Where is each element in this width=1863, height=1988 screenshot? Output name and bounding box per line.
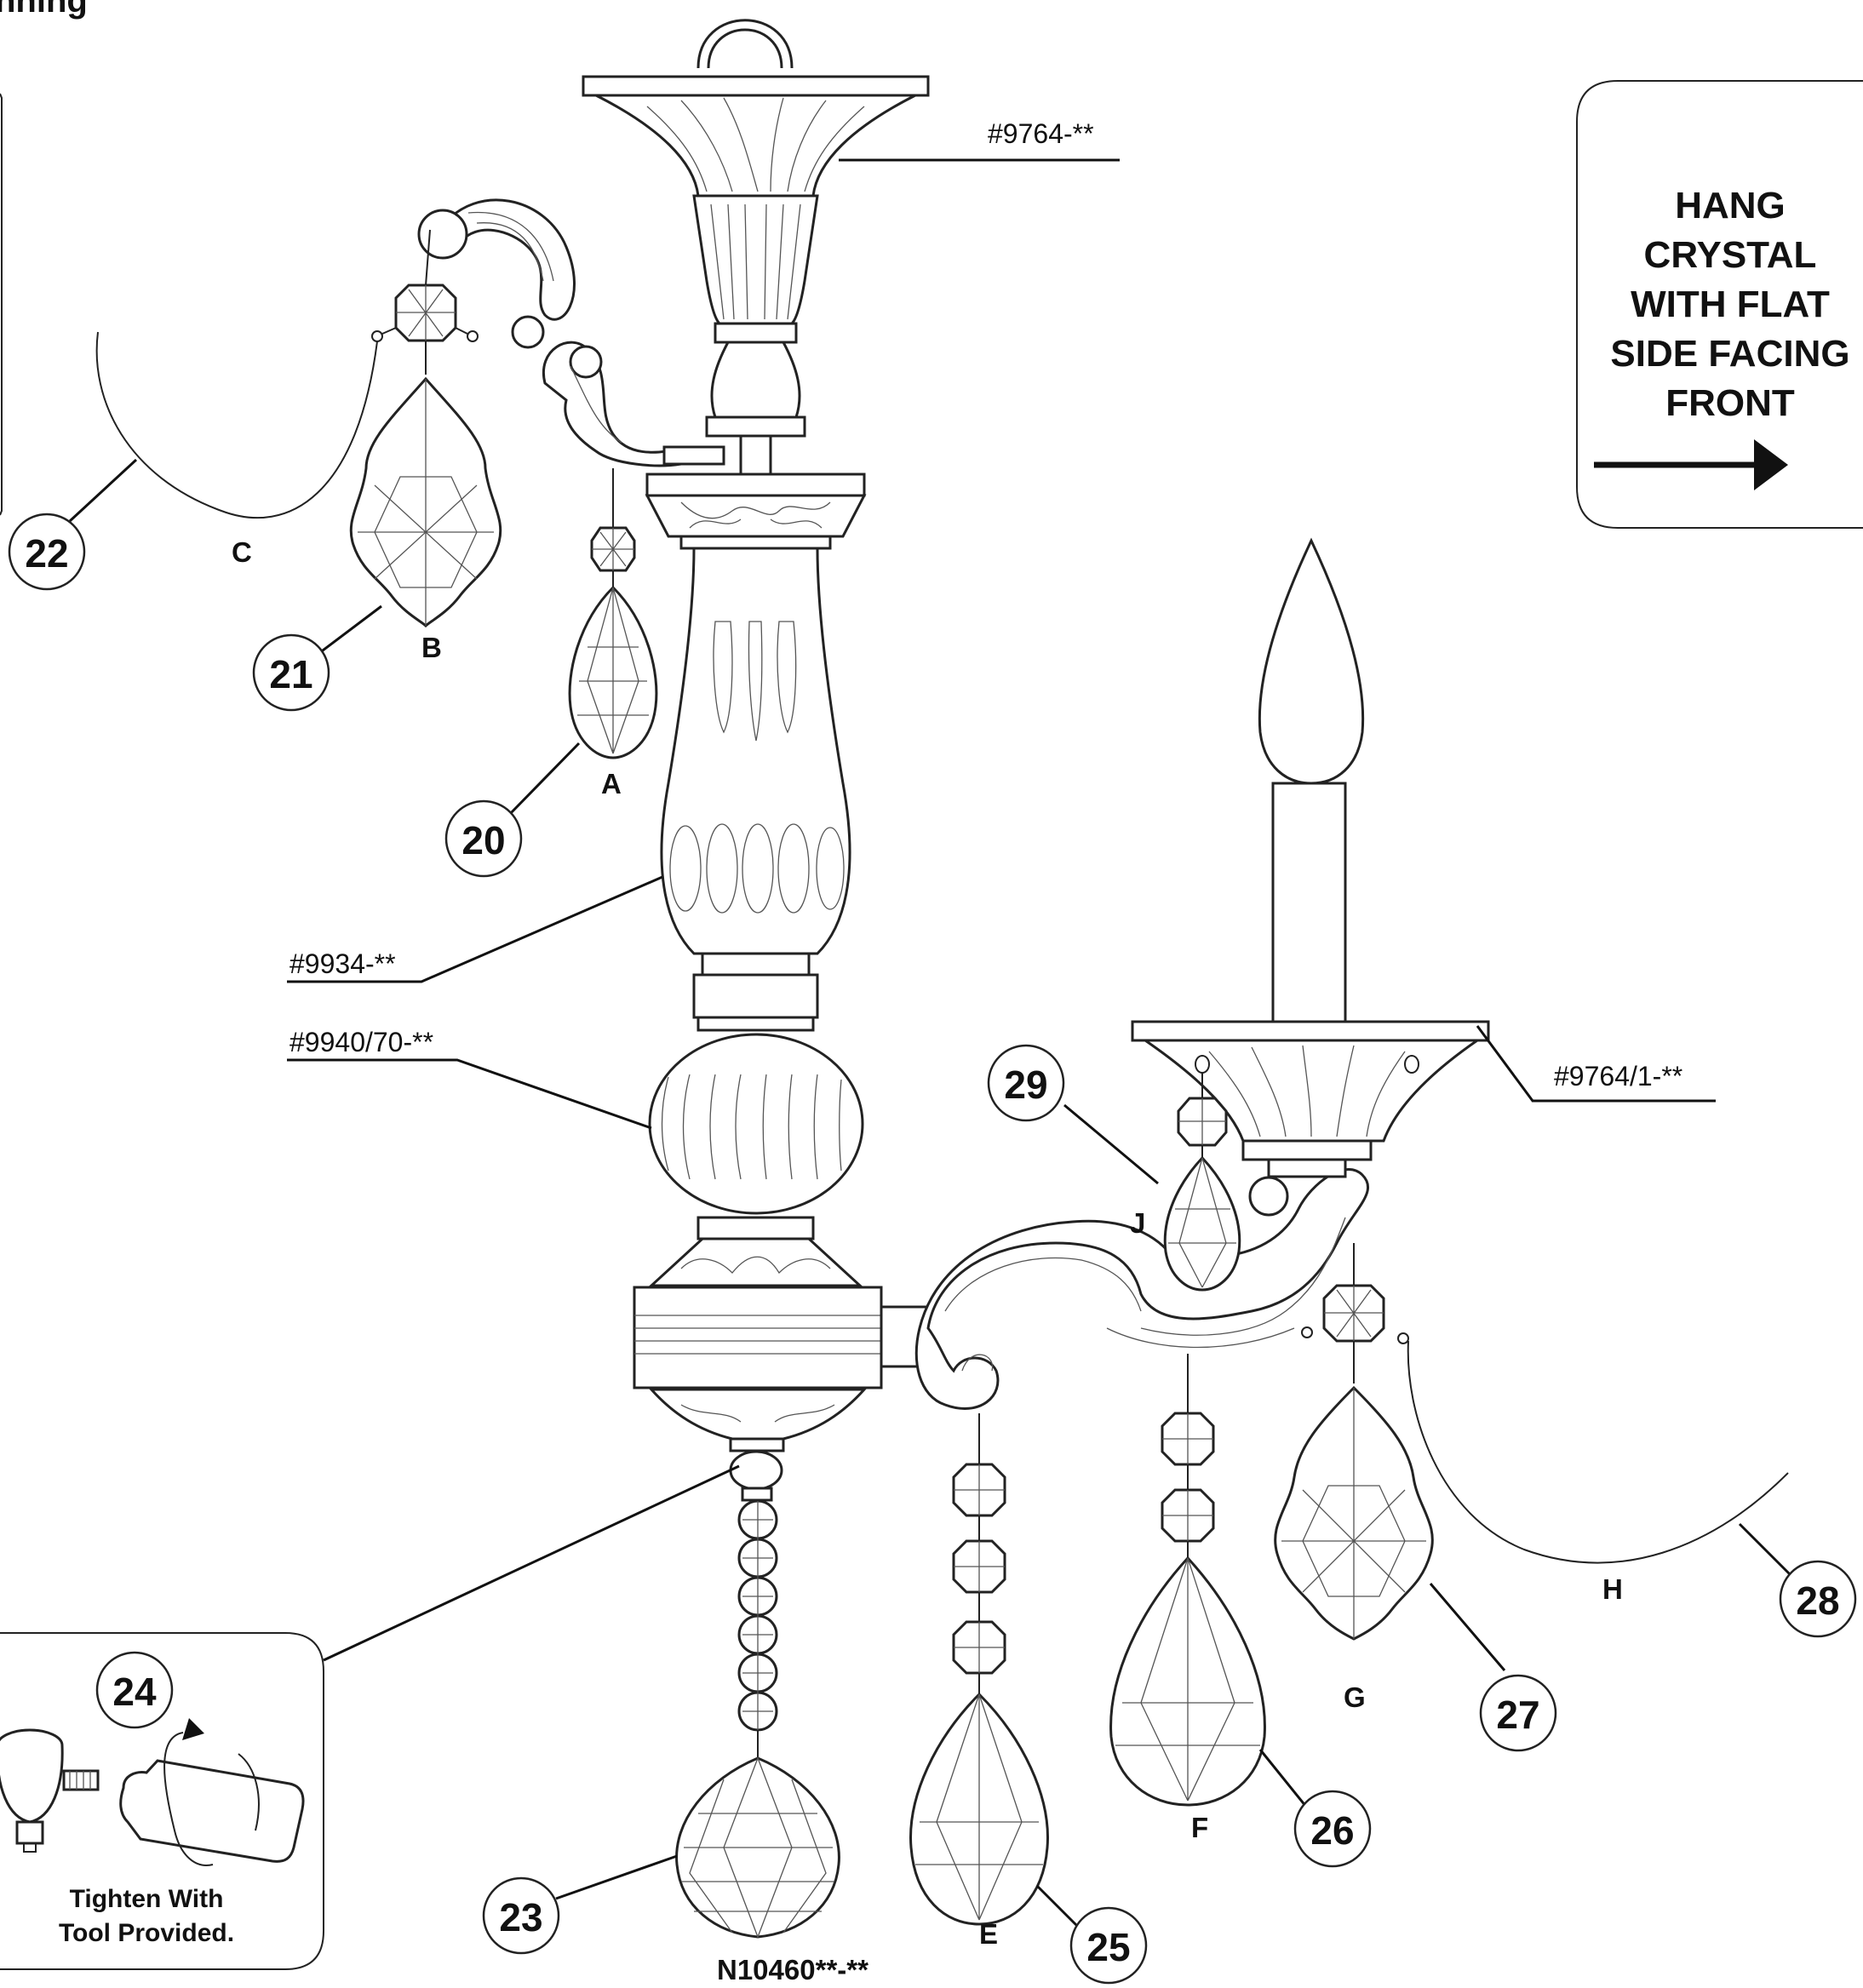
leader-20 — [507, 742, 581, 817]
callout-28: 28 — [1779, 1560, 1857, 1638]
bead-chain — [737, 1499, 778, 1758]
part-number-canopy: #9764-** — [988, 118, 1094, 149]
svg-text:22: 22 — [25, 531, 68, 576]
body-part — [633, 1237, 930, 1502]
part-number-cup: #9764/1-** — [1554, 1061, 1682, 1091]
svg-text:28: 28 — [1796, 1578, 1839, 1623]
callout-21: 21 — [252, 633, 330, 712]
callout-22: 22 — [8, 513, 86, 591]
tool-instruction-line-2: Tool Provided. — [59, 1919, 234, 1947]
canopy-part — [582, 19, 930, 550]
leader-21 — [318, 604, 382, 655]
arrow-head-icon — [1754, 439, 1788, 490]
svg-text:26: 26 — [1310, 1808, 1354, 1853]
callout-25: 25 — [1069, 1906, 1148, 1985]
callout-23: 23 — [482, 1876, 560, 1955]
right-arm-part — [914, 1168, 1369, 1410]
left-box-edge — [0, 93, 3, 516]
svg-text:27: 27 — [1496, 1693, 1539, 1737]
crystal-f — [1109, 1354, 1266, 1807]
letter-j: J — [1130, 1207, 1145, 1239]
crystal-g — [1274, 1243, 1434, 1641]
leader-ball — [287, 1058, 652, 1130]
svg-text:23: 23 — [499, 1895, 542, 1939]
letter-b: B — [421, 632, 442, 663]
socket-icon — [0, 1728, 100, 1853]
header-fragment: nning — [0, 0, 88, 20]
candle-part — [1258, 537, 1365, 1023]
leader-column — [287, 875, 663, 983]
leader-cup — [1476, 1025, 1716, 1103]
note-line-5: FRONT — [1665, 382, 1795, 424]
leader-24 — [323, 1464, 740, 1662]
hang-crystal-note: HANG CRYSTAL WITH FLAT SIDE FACING FRONT — [1576, 80, 1863, 529]
leader-27 — [1429, 1583, 1506, 1671]
callout-27: 27 — [1479, 1674, 1557, 1752]
svg-text:20: 20 — [461, 818, 505, 862]
leader-25 — [1035, 1884, 1079, 1928]
letter-g: G — [1344, 1681, 1366, 1713]
svg-text:24: 24 — [112, 1670, 157, 1714]
callout-24: 24 — [95, 1651, 174, 1729]
left-arm-part — [417, 198, 725, 467]
ball-part — [648, 1033, 864, 1240]
letter-h: H — [1602, 1573, 1623, 1605]
crystal-b — [349, 229, 502, 628]
note-line-2: CRYSTAL — [1644, 234, 1817, 276]
swag-c — [95, 331, 378, 519]
swag-h — [1407, 1340, 1789, 1564]
callout-26: 26 — [1293, 1790, 1372, 1868]
leader-lines — [68, 158, 1794, 1928]
leader-28 — [1738, 1522, 1794, 1578]
crystal-letters: A B C E F G H J — [232, 536, 1623, 1950]
leader-29 — [1063, 1103, 1159, 1185]
leader-23 — [555, 1854, 678, 1900]
part-number-body: N10460**-** — [717, 1954, 868, 1985]
column-part — [660, 547, 851, 1032]
tool-instruction-line-1: Tighten With — [70, 1885, 224, 1913]
cup-part — [1131, 1020, 1490, 1178]
svg-text:29: 29 — [1004, 1063, 1047, 1107]
letter-a: A — [601, 768, 622, 799]
note-line-1: HANG — [1675, 185, 1786, 226]
callout-29: 29 — [987, 1044, 1065, 1122]
letter-f: F — [1191, 1812, 1208, 1843]
part-number-column: #9934-** — [289, 948, 396, 979]
crystal-ball — [675, 1756, 840, 1939]
note-line-3: WITH FLAT — [1631, 284, 1830, 325]
part-number-ball: #9940/70-** — [289, 1027, 433, 1057]
letter-c: C — [232, 536, 252, 568]
svg-text:25: 25 — [1086, 1925, 1130, 1969]
leader-22 — [68, 458, 138, 523]
crystal-a — [568, 468, 658, 759]
svg-text:21: 21 — [269, 652, 312, 696]
callout-20: 20 — [444, 799, 523, 878]
leader-26 — [1258, 1749, 1311, 1812]
crystal-e — [909, 1413, 1049, 1926]
tool-icon — [119, 1718, 305, 1866]
tool-box: Tighten With Tool Provided. — [0, 1632, 324, 1970]
crystal-j — [1163, 1073, 1241, 1292]
note-line-4: SIDE FACING — [1610, 333, 1849, 375]
letter-e: E — [979, 1918, 998, 1950]
